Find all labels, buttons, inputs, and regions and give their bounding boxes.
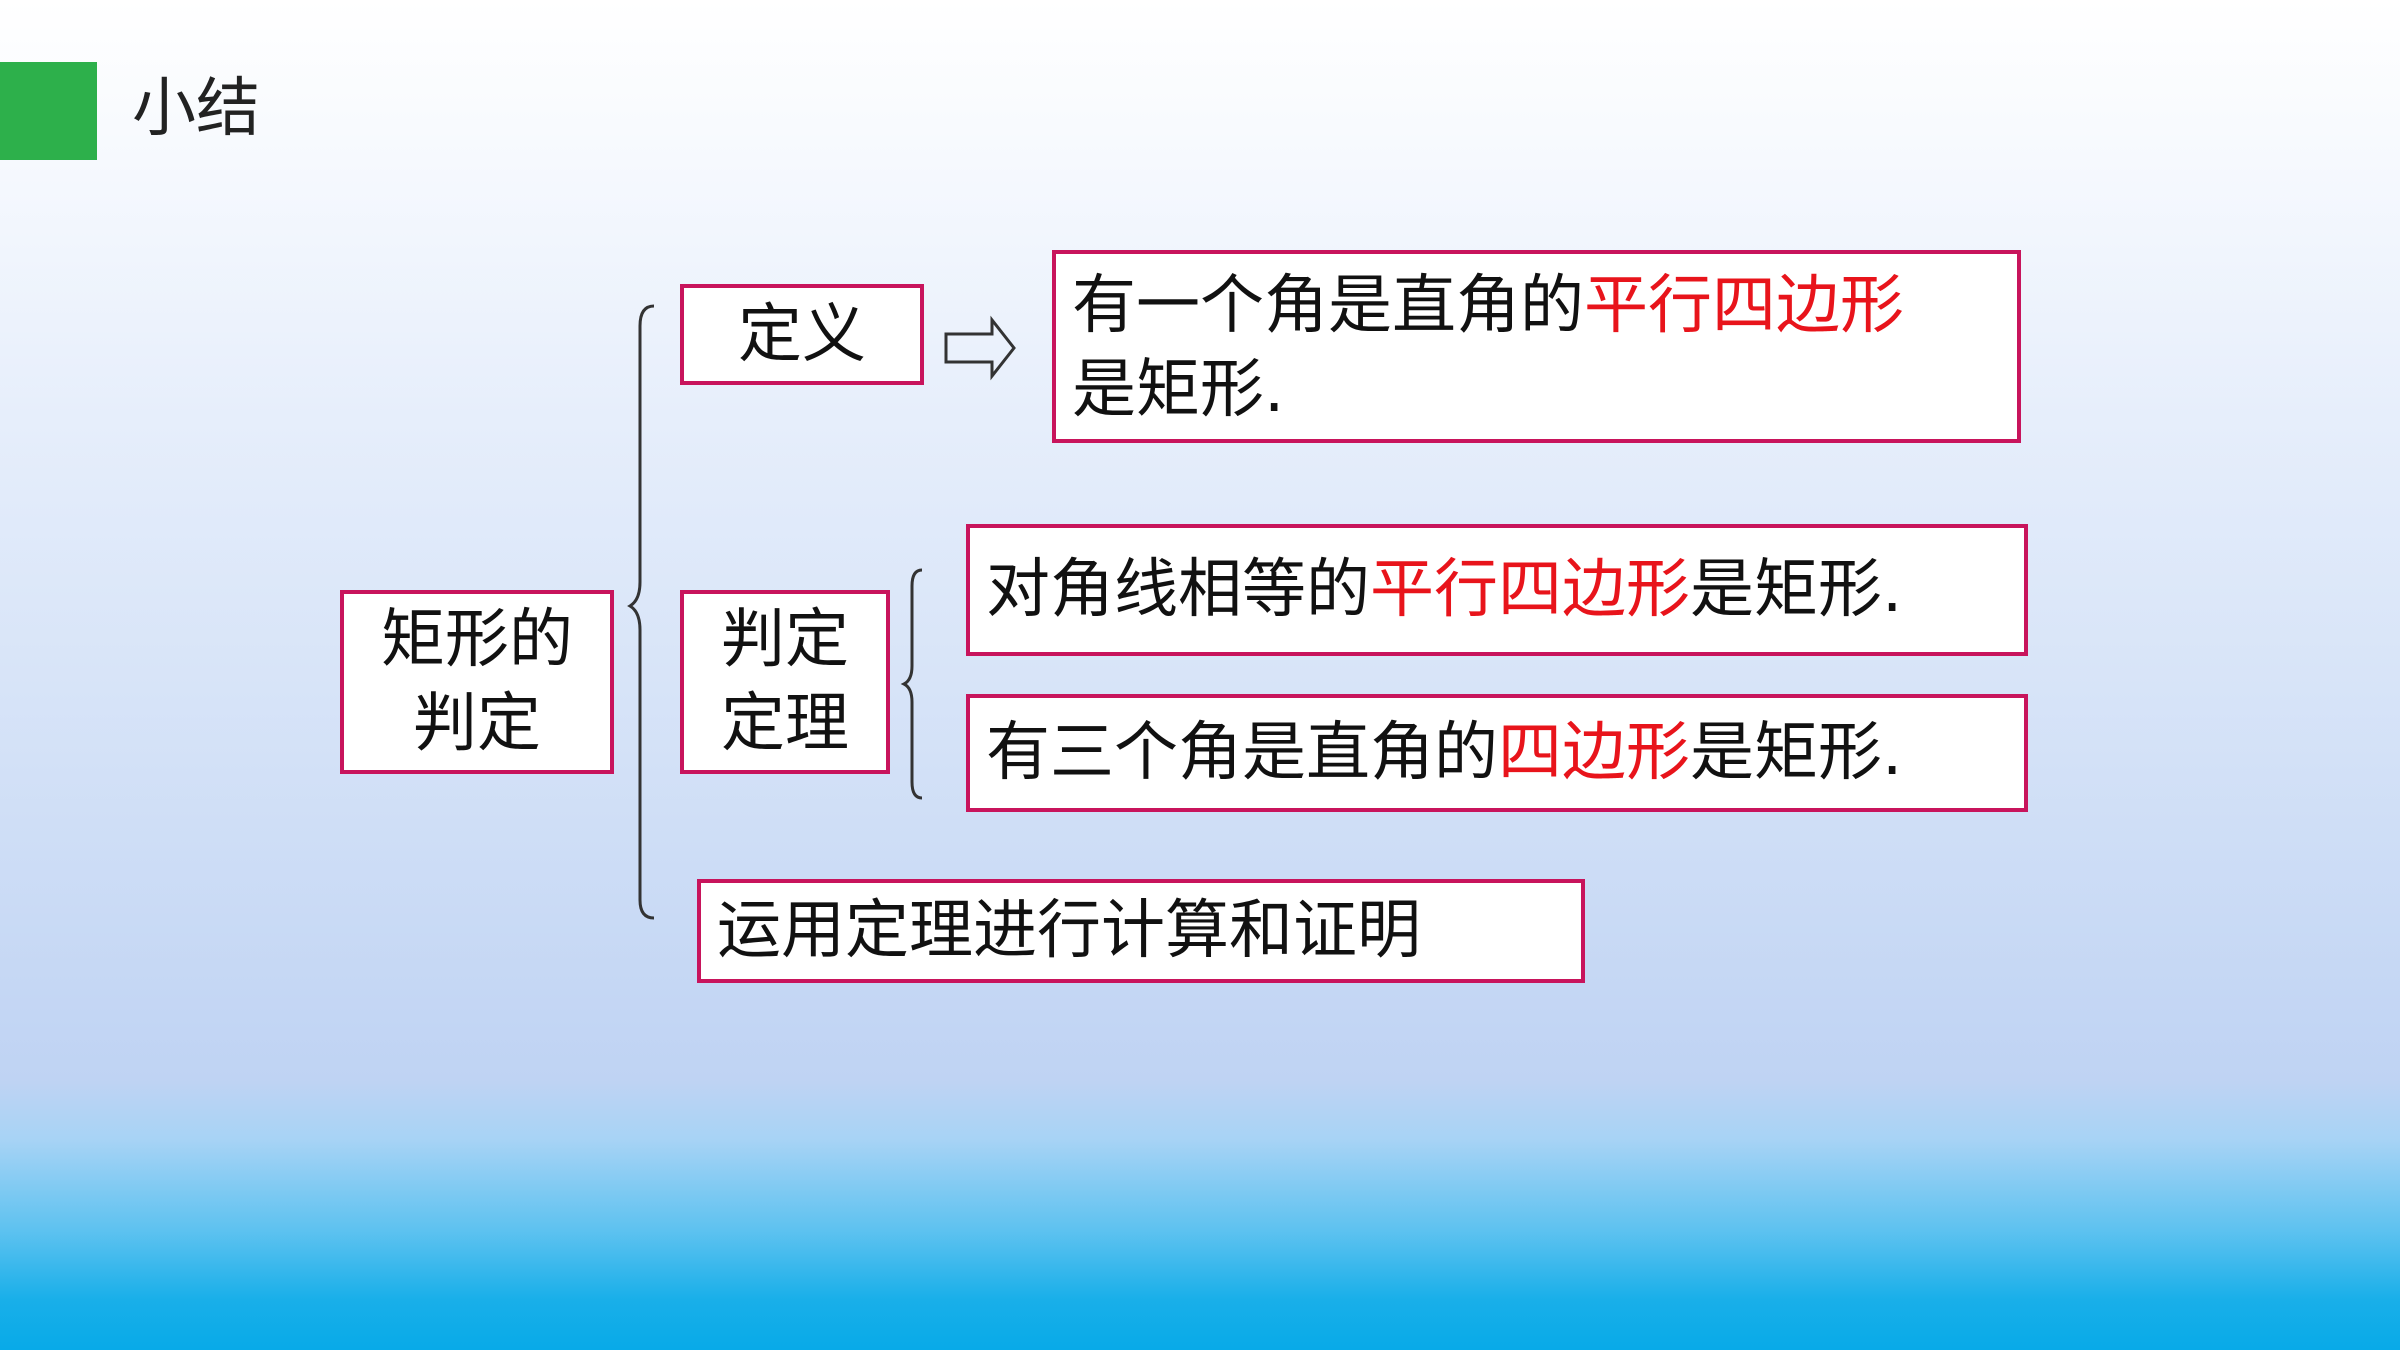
theorem1-highlight: 平行四边形: [1370, 553, 1690, 627]
definition-highlight: 平行四边形: [1584, 269, 1904, 343]
theorem1-text-part2: 是矩形.: [1690, 553, 1903, 627]
theorem2-text-part1: 有三个角是直角的: [986, 716, 1498, 790]
definition-box: 定义: [680, 284, 924, 385]
theorem-line-2: 定理: [721, 687, 849, 761]
root-line-2: 判定: [413, 687, 541, 761]
application-text: 运用定理进行计算和证明: [717, 894, 1421, 968]
slide-title: 小结: [132, 72, 260, 146]
theorem1-text-part1: 对角线相等的: [986, 553, 1370, 627]
theorem2-highlight: 四边形: [1498, 716, 1690, 790]
theorem-brace: [900, 568, 923, 800]
definition-text-part1: 有一个角是直角的: [1072, 269, 1584, 343]
implies-arrow-icon: [944, 315, 1016, 381]
main-brace: [627, 304, 655, 920]
definition-label: 定义: [738, 297, 866, 372]
theorem-box: 判定 定理: [680, 590, 890, 774]
theorem-statement-box-2: 有三个角是直角的四边形是矩形.: [966, 694, 2028, 812]
theorem2-text-part2: 是矩形.: [1690, 716, 1903, 790]
application-box: 运用定理进行计算和证明: [697, 879, 1585, 983]
title-accent-square: [0, 62, 97, 160]
root-box: 矩形的 判定: [340, 590, 614, 774]
definition-statement-box: 有一个角是直角的平行四边形是矩形.: [1052, 250, 2021, 443]
theorem-statement-box-1: 对角线相等的平行四边形是矩形.: [966, 524, 2028, 656]
root-line-1: 矩形的: [381, 603, 573, 677]
theorem-line-1: 判定: [721, 603, 849, 677]
definition-text-part2: 是矩形.: [1072, 353, 1285, 427]
